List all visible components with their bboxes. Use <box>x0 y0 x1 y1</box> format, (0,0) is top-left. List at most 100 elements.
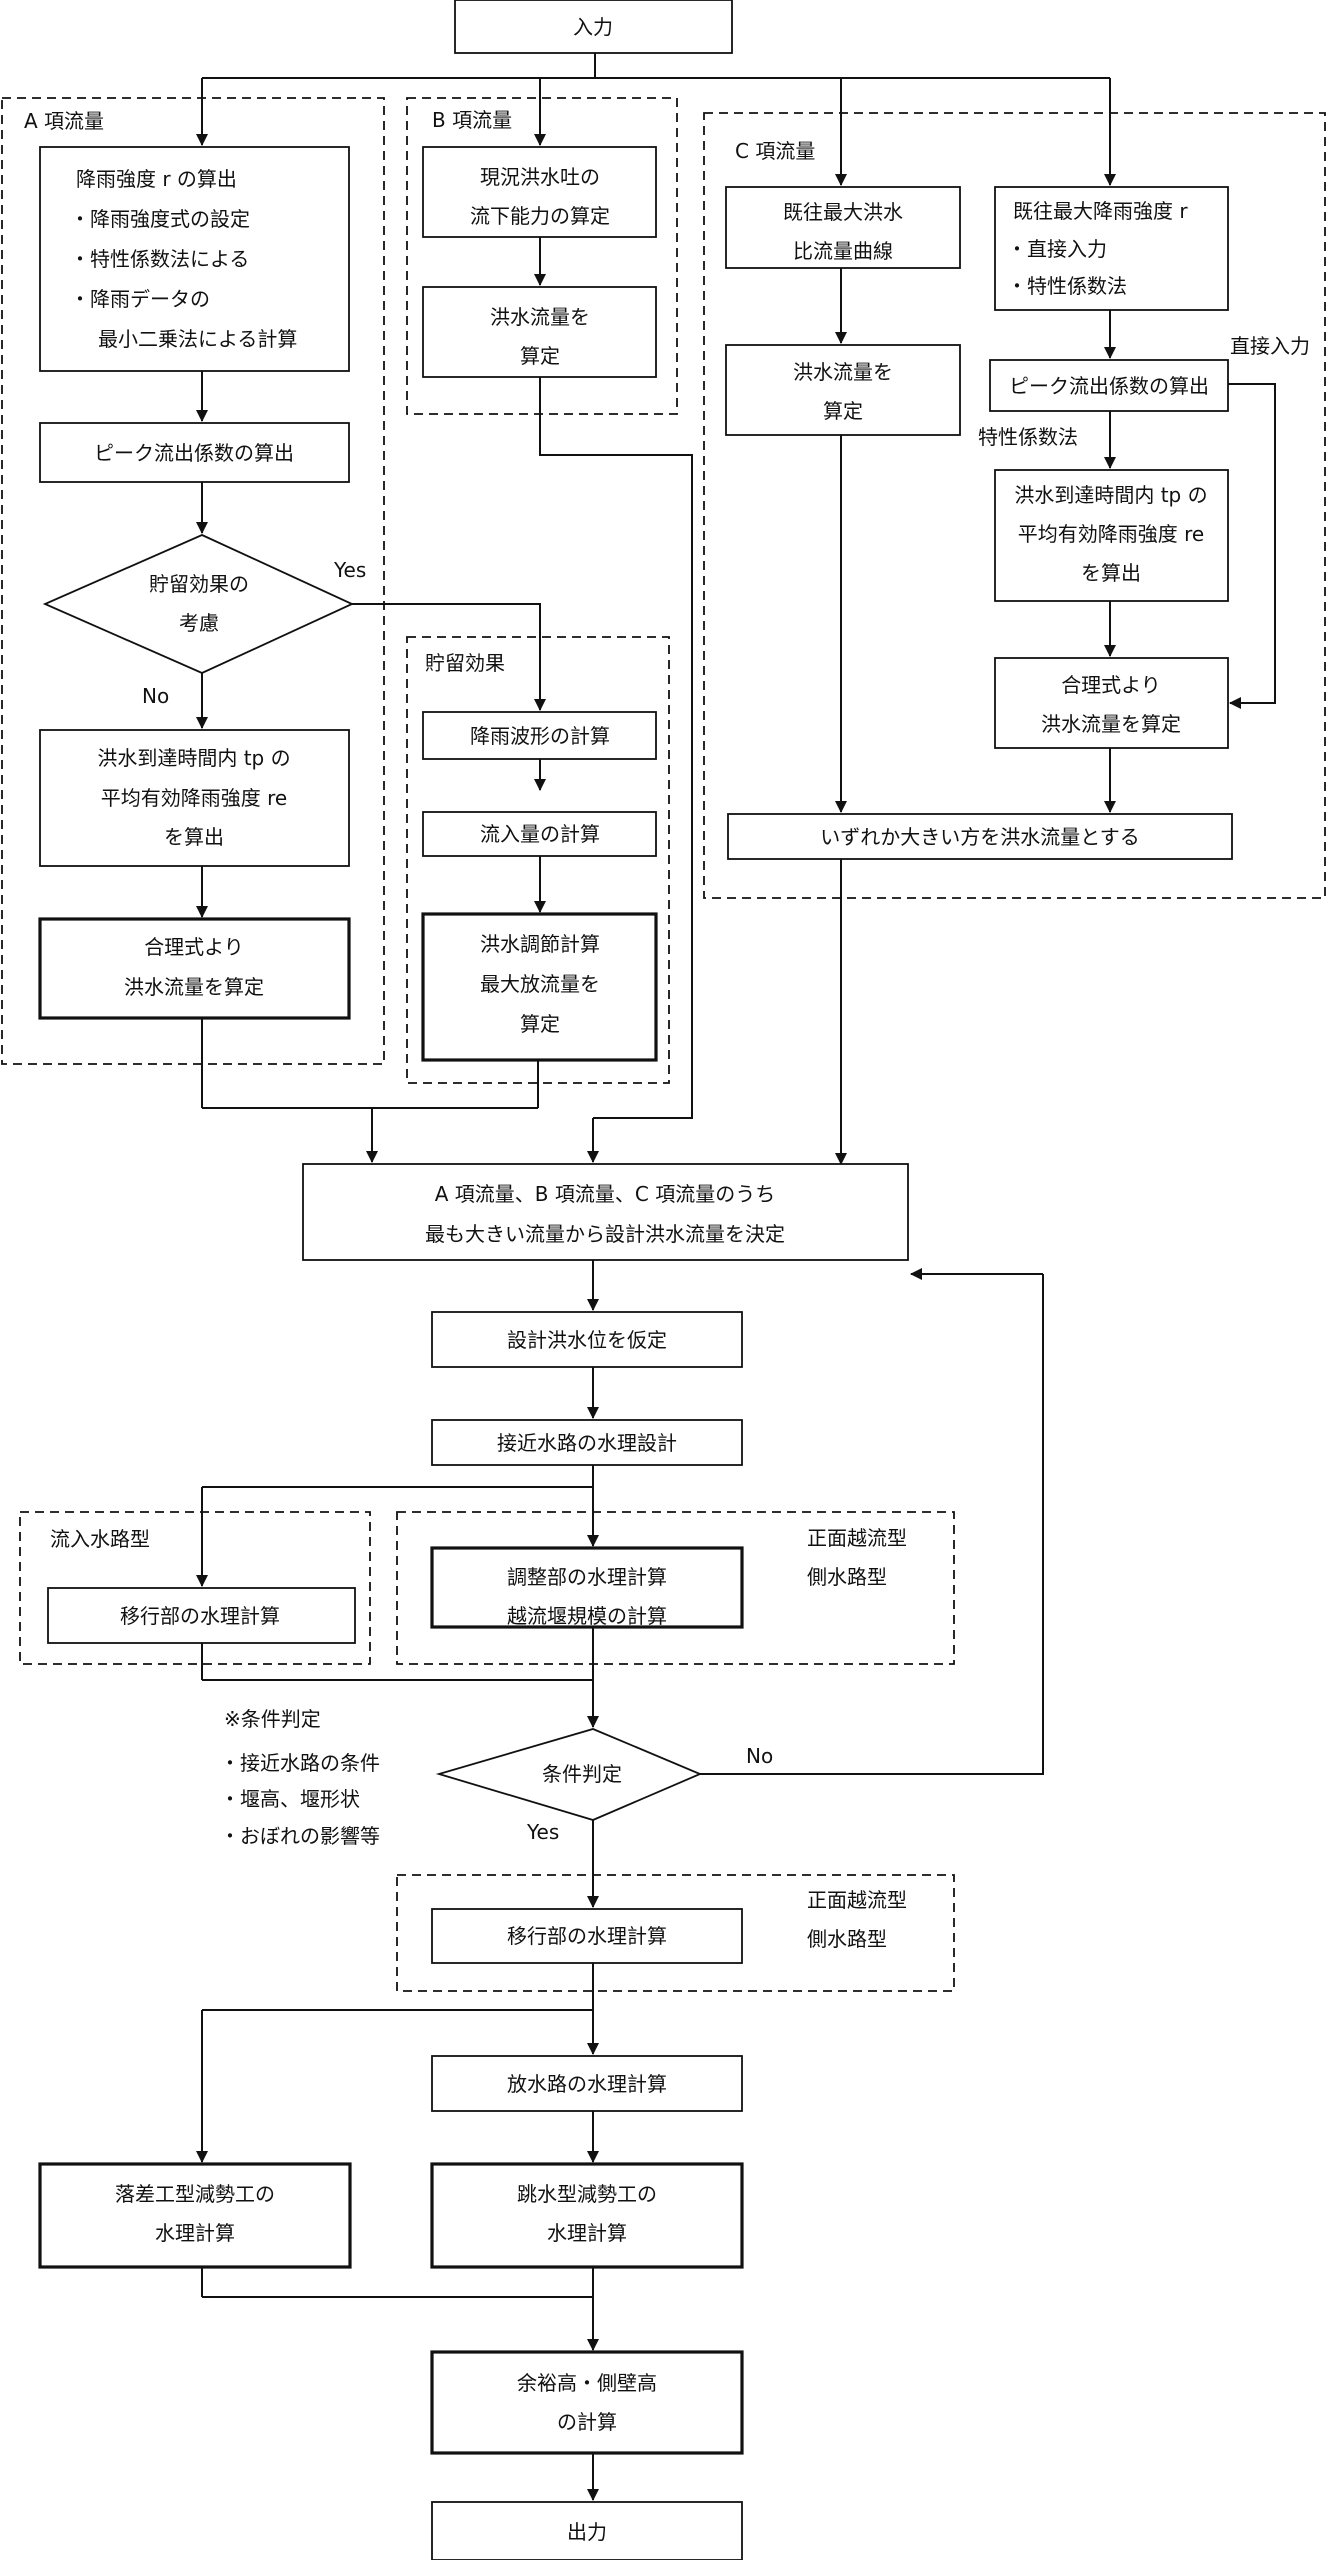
node-a-avg-rain <box>39 729 350 867</box>
node-a-rain-intensity-line-2: ・降雨強度式の設定 <box>70 207 250 231</box>
node-a-peak-coef-line-1: ピーク流出係数の算出 <box>94 441 294 465</box>
node-c-specific-curve <box>725 186 961 269</box>
node-a-rain-intensity <box>39 146 350 372</box>
note-line-1: ※条件判定 <box>224 1707 321 1731</box>
node-a-peak-coef <box>39 422 350 483</box>
node-c-rational-line-1: 合理式より <box>1061 673 1161 697</box>
node-jump-energy <box>430 2162 744 2269</box>
node-s-regulation-line-1: 洪水調節計算 <box>480 932 600 956</box>
edge-label-yes-storage: Yes <box>333 558 366 582</box>
note-line-3: ・堰高、堰形状 <box>220 1787 360 1811</box>
node-c-flood-flow-line-1: 洪水流量を <box>793 360 893 384</box>
note-line-2: ・接近水路の条件 <box>220 1751 380 1775</box>
node-b-flood-flow-line-2: 算定 <box>520 344 560 368</box>
node-transition-calc <box>47 1587 356 1644</box>
node-condition <box>435 1728 703 1821</box>
edge-label-no-storage: No <box>142 684 169 708</box>
node-design-flow-line-2: 最も大きい流量から設計洪水流量を決定 <box>425 1222 785 1246</box>
node-c-peak-coef <box>989 359 1229 412</box>
node-c-avg-rain-line-2: 平均有効降雨強度 re <box>1018 522 1204 546</box>
node-assume-level <box>431 1311 743 1368</box>
group-front-side-2-line-1: 正面越流型 <box>807 1888 907 1912</box>
node-b-capacity-line-1: 現況洪水吐の <box>480 165 600 189</box>
node-discharge-channel-line-1: 放水路の水理計算 <box>507 2072 667 2096</box>
node-input-line-1: 入力 <box>573 15 613 39</box>
node-drop-energy <box>38 2162 352 2269</box>
node-c-avg-rain-line-1: 洪水到達時間内 tp の <box>1014 483 1207 507</box>
node-a-storage-decision-line-2: 考慮 <box>179 611 219 635</box>
node-c-larger-line-1: いずれか大きい方を洪水流量とする <box>820 825 1139 849</box>
node-b-capacity-line-2: 流下能力の算定 <box>470 204 610 228</box>
node-regulating-calc-line-2: 越流堰規模の計算 <box>507 1604 667 1628</box>
group-inflow-channel-label: 流入水路型 <box>50 1527 150 1551</box>
node-a-avg-rain-line-2: 平均有効降雨強度 re <box>101 786 287 810</box>
group-frames <box>1 97 1326 1992</box>
node-a-storage-decision-line-1: 貯留効果の <box>149 572 249 596</box>
group-front-side-frame-2 <box>396 1874 955 1992</box>
group-labels: A 項流量 B 項流量 C 項流量 貯留効果 流入水路型 正面越流型 側水路型 … <box>24 108 907 1951</box>
group-c-label: C 項流量 <box>735 139 815 163</box>
node-a-rational-line-1: 合理式より <box>144 935 244 959</box>
node-transition-calc2 <box>431 1908 743 1964</box>
node-c-specific-curve-line-2: 比流量曲線 <box>793 239 893 263</box>
group-c-frame <box>703 112 1326 899</box>
node-drop-energy-line-1: 落差工型減勢工の <box>115 2182 275 2206</box>
group-a-label: A 項流量 <box>24 109 104 133</box>
node-c-larger <box>727 813 1233 860</box>
group-a-frame <box>1 97 385 1065</box>
connector-lines <box>201 53 1110 2298</box>
arrows <box>196 78 1276 2501</box>
group-b-label: B 項流量 <box>432 108 512 132</box>
node-drop-energy-line-2: 水理計算 <box>155 2221 235 2245</box>
node-c-flood-flow <box>725 344 961 436</box>
node-assume-level-line-1: 設計洪水位を仮定 <box>507 1328 667 1352</box>
group-front-side-2-line-2: 側水路型 <box>807 1927 887 1951</box>
node-s-rain-wave-line-1: 降雨波形の計算 <box>470 724 610 748</box>
node-s-inflow <box>422 811 657 857</box>
group-front-side-frame-1 <box>396 1511 955 1665</box>
node-c-max-rain-line-3: ・特性係数法 <box>1007 274 1127 298</box>
group-b-frame <box>406 97 678 415</box>
node-jump-energy-line-2: 水理計算 <box>547 2221 627 2245</box>
node-b-capacity <box>422 146 657 238</box>
node-labels: 入力 降雨強度 r の算出 ・降雨強度式の設定 ・特性係数法による ・降雨データ… <box>70 15 1209 2544</box>
node-transition-calc-line-1: 移行部の水理計算 <box>120 1604 280 1628</box>
group-storage-frame <box>406 636 670 1084</box>
node-freeboard-line-1: 余裕高・側壁高 <box>517 2371 657 2395</box>
edge-label-cond-yes: Yes <box>526 1820 559 1844</box>
edge-label-char-coef: 特性係数法 <box>978 425 1078 449</box>
node-c-max-rain-line-1: 既往最大降雨強度 r <box>1013 199 1188 223</box>
node-a-rain-intensity-line-4: ・降雨データの <box>70 287 210 311</box>
node-output <box>431 2501 743 2560</box>
node-input <box>454 0 733 54</box>
node-discharge-channel <box>431 2055 743 2112</box>
node-a-storage-decision <box>42 534 355 674</box>
node-approach-channel-line-1: 接近水路の水理設計 <box>497 1431 677 1455</box>
node-transition-calc2-line-1: 移行部の水理計算 <box>507 1924 667 1948</box>
node-approach-channel <box>431 1419 743 1466</box>
node-s-rain-wave <box>422 711 657 760</box>
node-c-peak-coef-line-1: ピーク流出係数の算出 <box>1009 374 1209 398</box>
node-regulating-calc-line-1: 調整部の水理計算 <box>507 1565 667 1589</box>
node-a-avg-rain-line-1: 洪水到達時間内 tp の <box>97 746 290 770</box>
node-output-line-1: 出力 <box>567 2520 607 2544</box>
node-c-rational-line-2: 洪水流量を算定 <box>1041 712 1181 736</box>
node-c-rational <box>994 657 1229 749</box>
node-c-specific-curve-line-1: 既往最大洪水 <box>783 200 903 224</box>
node-b-flood-flow-line-1: 洪水流量を <box>490 305 590 329</box>
group-front-side-1-line-1: 正面越流型 <box>807 1526 907 1550</box>
node-s-inflow-line-1: 流入量の計算 <box>480 822 600 846</box>
node-c-flood-flow-line-2: 算定 <box>823 399 863 423</box>
node-a-rational-line-2: 洪水流量を算定 <box>124 975 264 999</box>
node-a-rain-intensity-line-1: 降雨強度 r の算出 <box>76 167 237 191</box>
node-s-regulation-line-2: 最大放流量を <box>480 972 600 996</box>
edge-label-cond-no: No <box>746 1744 773 1768</box>
node-condition-line-1: 条件判定 <box>542 1762 622 1786</box>
edge-labels: Yes No 直接入力 特性係数法 No Yes <box>142 334 1310 1844</box>
group-front-side-1-line-2: 側水路型 <box>807 1565 887 1589</box>
node-s-regulation <box>421 912 658 1062</box>
node-design-flow <box>302 1163 909 1261</box>
group-storage-label: 貯留効果 <box>425 651 505 675</box>
node-c-max-rain-line-2: ・直接入力 <box>1007 237 1107 261</box>
